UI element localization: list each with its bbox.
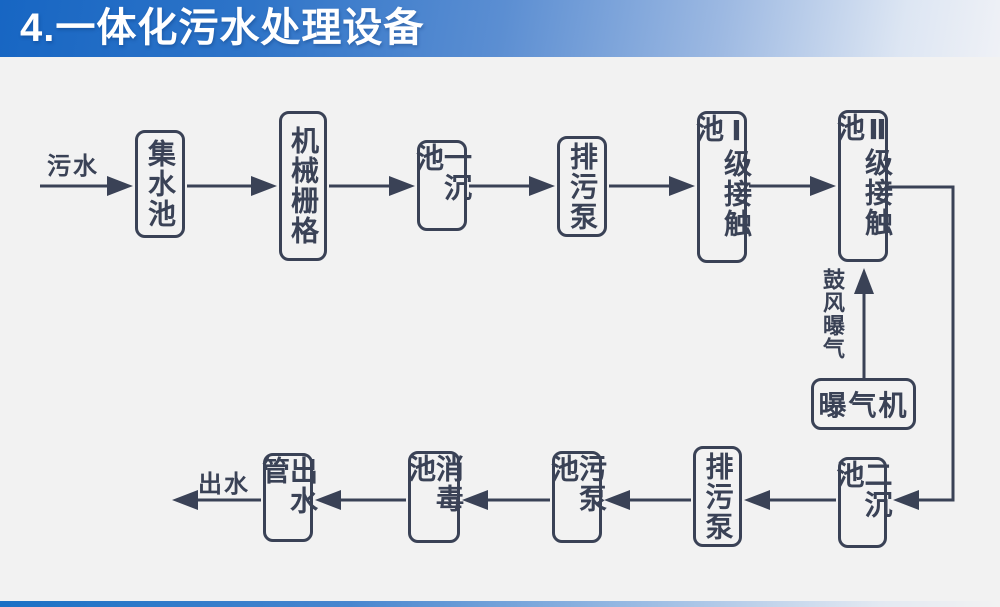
- node-sludge-pump-tank: 污泵池: [548, 451, 607, 543]
- node-stage2-contact-tank: Ⅱ级接触池: [834, 110, 893, 262]
- aeration-flow-label: 鼓风曝气: [820, 268, 845, 360]
- node-stage1-contact-tank: Ⅰ级接触池: [693, 111, 752, 263]
- node-aerator: 曝气机: [811, 378, 916, 430]
- inflow-label: 污水: [47, 153, 99, 180]
- page-title: 4.一体化污水处理设备: [20, 6, 425, 50]
- node-outlet-pipe: 出水管: [259, 453, 318, 542]
- node-collection-tank: 集水池: [135, 130, 185, 238]
- outflow-label: 出水: [198, 471, 250, 498]
- node-primary-sedimentation-tank: 一沉池: [413, 140, 472, 231]
- connector-stage2-secondary: [888, 185, 955, 510]
- node-disinfection-tank: 消毒池: [405, 451, 464, 543]
- node-sewage-pump-top: 排污泵: [557, 136, 607, 237]
- bottom-accent-bar: [0, 601, 1000, 607]
- node-secondary-sedimentation-tank: 二沉池: [834, 457, 893, 548]
- node-mechanical-grid: 机械栅格: [279, 111, 327, 261]
- node-sewage-pump-bottom: 排污泵: [693, 446, 742, 547]
- title-bar: 4.一体化污水处理设备: [0, 0, 1000, 57]
